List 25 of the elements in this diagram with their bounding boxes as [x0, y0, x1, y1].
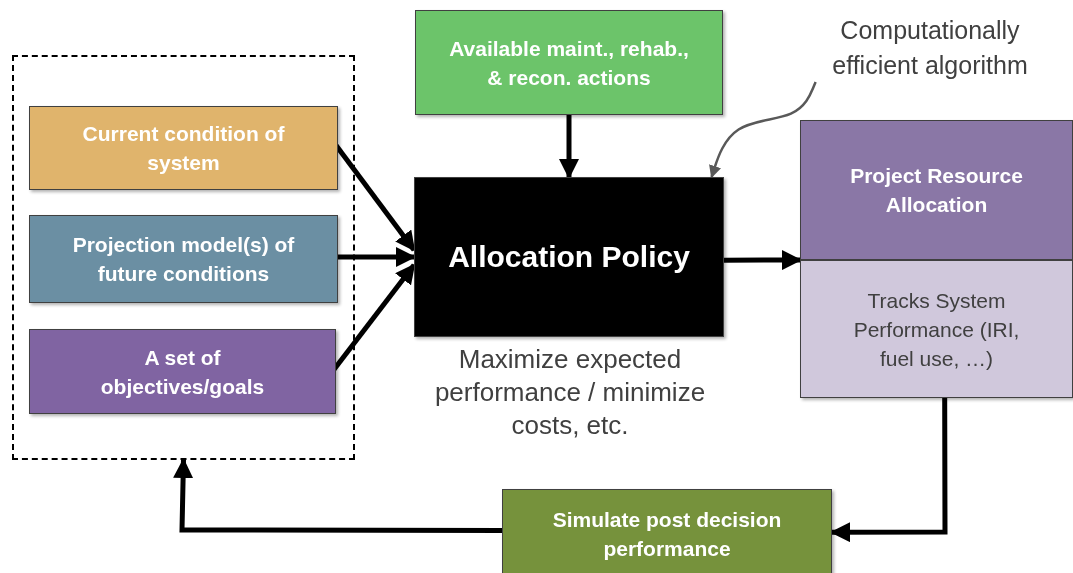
arrow [724, 250, 802, 271]
annotation-text: Computationally efficient algorithm [831, 15, 1029, 81]
arrow [336, 247, 416, 267]
box-label: Projection model(s) of future conditions [71, 232, 296, 287]
box-label: A set of objectives/goals [99, 344, 266, 400]
curved-arrow [709, 81, 817, 179]
box-label: Allocation Policy [447, 239, 691, 275]
note-text: Maximize expected performance / minimize costs, etc. [433, 343, 707, 442]
arrow [559, 115, 579, 179]
input-box [29, 329, 336, 414]
box-label: Project Resource Allocation [849, 163, 1024, 218]
output-box [800, 260, 1073, 398]
simulation-box [502, 489, 832, 573]
box-label: Tracks System Performance (IRI, fuel use, …) [852, 287, 1021, 372]
arrow [173, 458, 502, 533]
box-label: Simulate post decision performance [551, 507, 783, 562]
actions-box [415, 10, 723, 115]
input-box [29, 106, 338, 190]
output-box [800, 120, 1073, 260]
policy-box [414, 177, 724, 337]
arrow [830, 398, 948, 543]
box-label: Current condition of system [81, 121, 286, 176]
dashed-group-box [12, 55, 355, 460]
input-box [29, 215, 338, 303]
box-label: Available maint., rehab., & recon. actions [448, 35, 690, 91]
